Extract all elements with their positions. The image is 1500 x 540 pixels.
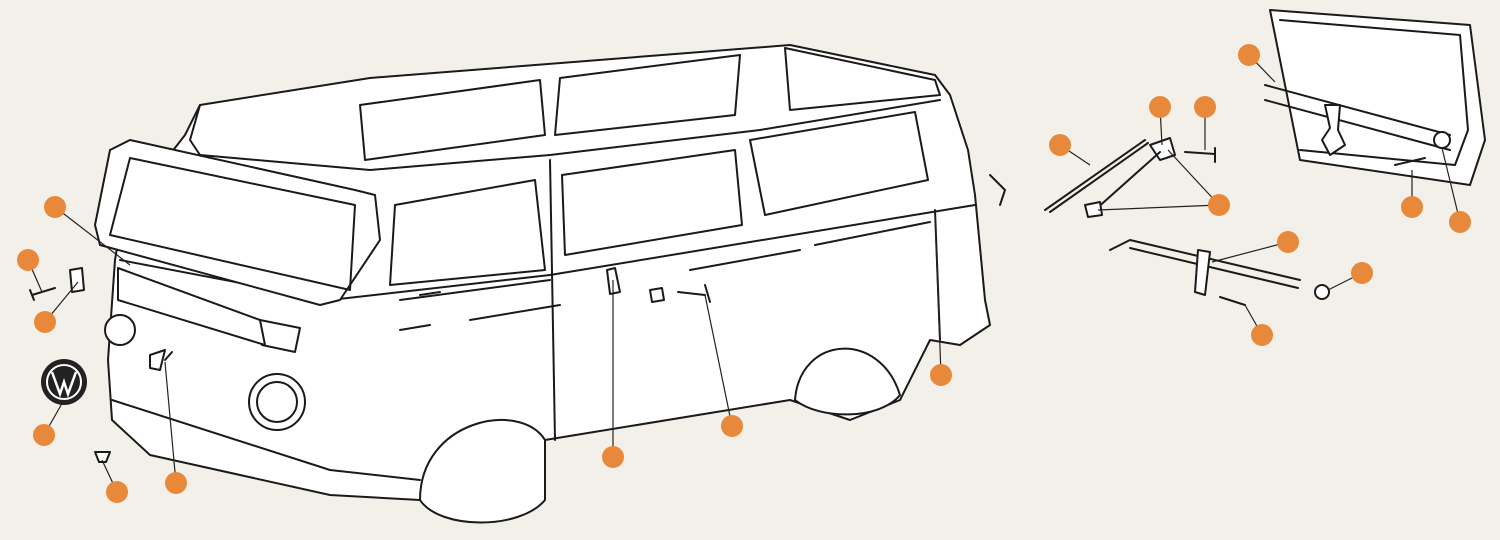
bolt-icon [94, 451, 111, 463]
circle-hotspot-icon[interactable] [1194, 96, 1216, 118]
plug-icon [649, 287, 665, 303]
circle-hotspot-icon[interactable] [33, 424, 55, 446]
circle-hotspot-icon[interactable] [1277, 231, 1299, 253]
hotspots [17, 44, 1471, 503]
circle-hotspot-icon[interactable] [165, 472, 187, 494]
circle-hotspot-icon[interactable] [930, 364, 952, 386]
circle-hotspot-icon[interactable] [602, 446, 624, 468]
circle-hotspot-icon[interactable] [1149, 96, 1171, 118]
circle-hotspot-icon[interactable] [1208, 194, 1230, 216]
van-illustration [94, 44, 1006, 524]
leader-lines [27, 54, 1461, 493]
screw-icon [1219, 296, 1246, 306]
clip-icon [69, 267, 85, 293]
screw-icon [29, 287, 56, 301]
circle-hotspot-icon[interactable] [1049, 134, 1071, 156]
circle-hotspot-icon[interactable] [721, 415, 743, 437]
circle-hotspot-icon[interactable] [34, 311, 56, 333]
circle-hotspot-icon[interactable] [1351, 262, 1373, 284]
circle-hotspot-icon[interactable] [106, 481, 128, 503]
screw-icon [1184, 147, 1216, 163]
circle-hotspot-icon[interactable] [17, 249, 39, 271]
circle-hotspot-icon[interactable] [1449, 211, 1471, 233]
loose-parts [29, 9, 1486, 463]
circle-hotspot-icon[interactable] [1251, 324, 1273, 346]
circle-hotspot-icon[interactable] [44, 196, 66, 218]
circle-hotspot-icon[interactable] [1401, 196, 1423, 218]
vw-emblem-icon [41, 359, 87, 405]
screw-icon [1394, 157, 1426, 166]
screw-icon [677, 284, 711, 303]
circle-hotspot-icon[interactable] [1238, 44, 1260, 66]
